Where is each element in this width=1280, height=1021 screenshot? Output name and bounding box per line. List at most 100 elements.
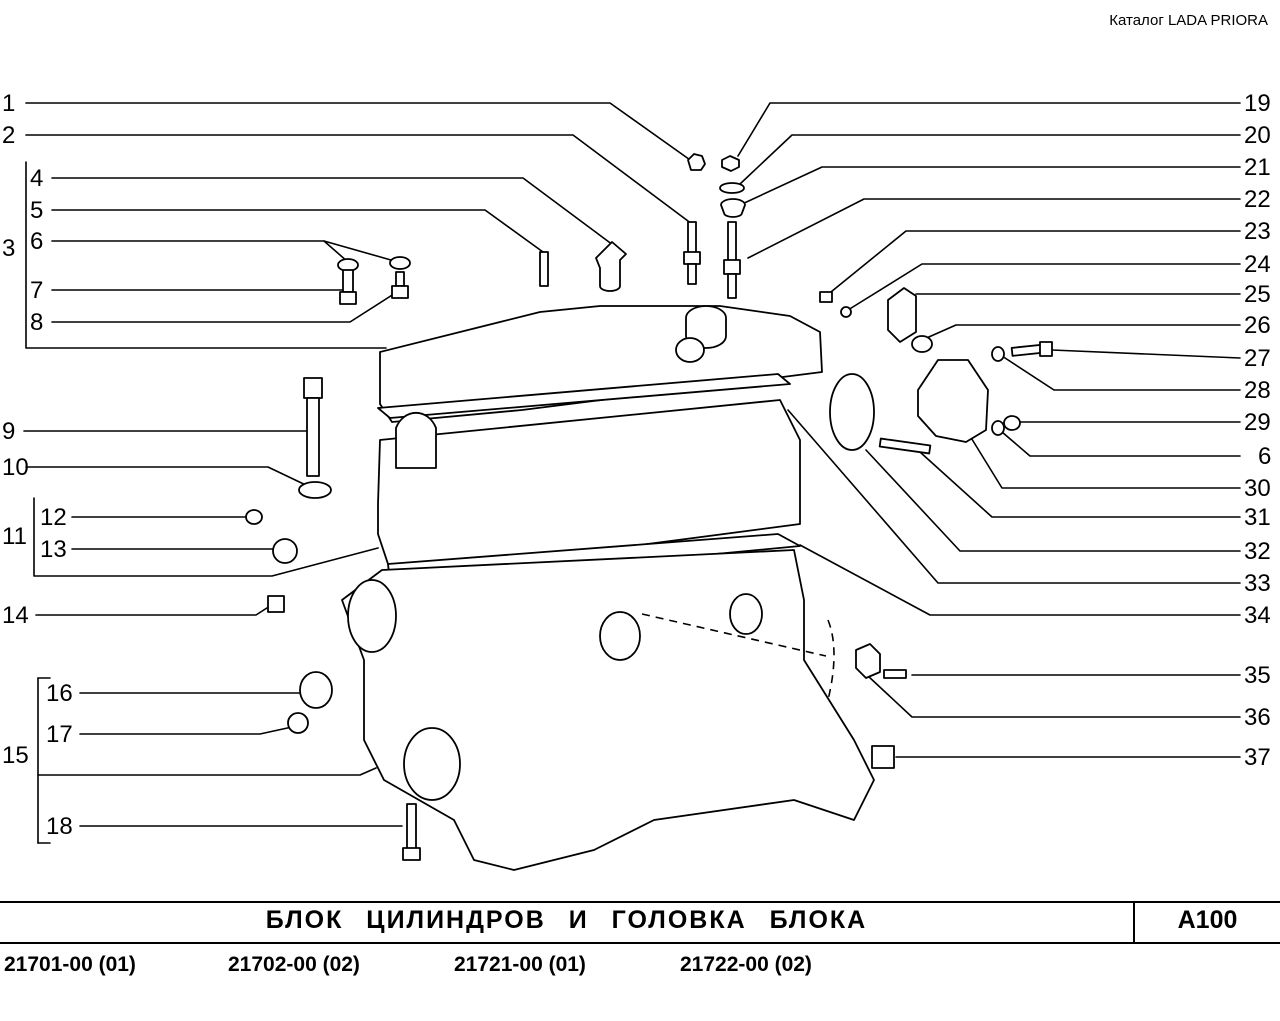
callout-label: 8 <box>30 309 43 336</box>
stud-5 <box>539 251 549 287</box>
block-bore-front <box>347 579 397 653</box>
footer-rule-top <box>0 901 1280 903</box>
stud-22 <box>727 221 737 263</box>
callout-label: 24 <box>1244 251 1271 278</box>
leader-line <box>323 240 399 263</box>
dashed-arrow <box>641 613 827 657</box>
callout-label: 12 <box>40 504 67 531</box>
thermostat-housing-25 <box>887 287 917 343</box>
block-bore-rear <box>599 611 641 661</box>
leader-line <box>799 544 1241 616</box>
plug-12 <box>245 509 263 525</box>
cap-nut <box>687 153 706 171</box>
model-code: 21722-00 (02) <box>680 953 812 976</box>
seal-13 <box>272 538 298 564</box>
dashed-arc <box>827 619 835 701</box>
sheet-code: A100 <box>1177 906 1238 934</box>
callout-label: 26 <box>1244 312 1271 339</box>
callout-label: 4 <box>30 165 43 192</box>
callout-label: 23 <box>1244 218 1271 245</box>
callout-label: 13 <box>40 536 67 563</box>
stud-22-nut <box>723 259 741 275</box>
cover-gasket <box>377 373 791 419</box>
model-code: 21702-00 (02) <box>228 953 360 976</box>
callout-label: 7 <box>30 277 43 304</box>
stud-31 <box>878 437 932 455</box>
stud-2-tip <box>687 263 697 285</box>
leader-line <box>787 409 1241 584</box>
callout-label: 37 <box>1244 744 1271 771</box>
leader-line <box>921 324 1241 341</box>
right-callouts: 19 20 21 22 23 24 25 26 27 28 29 6 30 31… <box>1244 90 1271 771</box>
leader-line <box>747 198 1241 259</box>
callout-label: 17 <box>46 721 73 748</box>
leader-line <box>51 209 544 253</box>
washer-6b <box>389 256 411 270</box>
stud-22-tip <box>727 273 737 299</box>
callout-label: 18 <box>46 813 73 840</box>
leader-line <box>35 605 271 616</box>
washer-6c <box>991 420 1005 436</box>
knock-sensor-36 <box>855 643 881 679</box>
nut-29 <box>1003 415 1021 431</box>
water-pump <box>917 359 989 443</box>
bolt-18-head <box>402 847 421 861</box>
bolt-27-head <box>1039 341 1053 357</box>
leader-line <box>51 177 614 246</box>
callout-label: 20 <box>1244 122 1271 149</box>
leader-line <box>867 675 1241 718</box>
callout-label: 11 <box>2 523 27 550</box>
engine-exploded-diagram: 1 2 3 4 5 6 7 8 9 10 11 12 13 14 15 16 1… <box>2 90 1271 871</box>
callout-label: 25 <box>1244 281 1271 308</box>
footer-divider <box>1133 901 1135 943</box>
callout-label: 1 <box>2 90 15 117</box>
callout-label: 36 <box>1244 704 1271 731</box>
leader-line <box>969 435 1241 489</box>
leader-line <box>25 161 387 349</box>
callout-label: 5 <box>30 197 43 224</box>
callout-label: 33 <box>1244 570 1271 597</box>
callout-label: 31 <box>1244 504 1271 531</box>
water-pump-gasket <box>829 373 875 451</box>
callout-label: 6 <box>30 228 43 255</box>
left-callouts: 1 2 3 4 5 6 7 8 9 10 11 12 13 14 15 16 1… <box>2 90 73 840</box>
elbow-pipe-4 <box>595 241 627 292</box>
callout-label: 22 <box>1244 186 1271 213</box>
leader-line <box>25 466 313 489</box>
callout-label: 15 <box>2 742 29 769</box>
nut-19 <box>721 155 740 172</box>
callout-label: 9 <box>2 418 15 445</box>
callout-label: 14 <box>2 602 29 629</box>
callout-label: 27 <box>1244 345 1271 372</box>
leader-line <box>739 134 1241 185</box>
model-code: 21721-00 (01) <box>454 953 586 976</box>
catalog-header: Каталог LADA PRIORA <box>1109 12 1268 29</box>
leader-line <box>1001 355 1241 391</box>
bolt-23 <box>819 291 833 303</box>
leader-line <box>33 497 379 577</box>
block-bore-side <box>729 593 763 635</box>
callout-label: 3 <box>2 235 15 262</box>
leader-line <box>1001 431 1241 457</box>
plug-16 <box>299 671 333 709</box>
sleeve-14 <box>267 595 285 613</box>
callout-label: 29 <box>1244 409 1271 436</box>
leader-line <box>739 166 1241 206</box>
leader-line <box>37 767 377 776</box>
callout-label: 35 <box>1244 662 1271 689</box>
leader-line <box>1051 349 1241 359</box>
washer-20 <box>719 182 745 194</box>
bolt-9 <box>306 397 320 477</box>
callout-label: 16 <box>46 680 73 707</box>
callout-label: 2 <box>2 122 15 149</box>
block-lower-bore <box>403 727 461 801</box>
leader-line <box>825 230 1241 297</box>
washer-28 <box>991 346 1005 362</box>
bushing-37 <box>871 745 895 769</box>
leader-line <box>25 102 694 163</box>
o-ring-26 <box>911 335 933 353</box>
engine-block <box>341 549 875 871</box>
bolt-7-head <box>339 291 357 305</box>
bolt-8-head <box>391 285 409 299</box>
head-cam-bore <box>395 411 437 469</box>
